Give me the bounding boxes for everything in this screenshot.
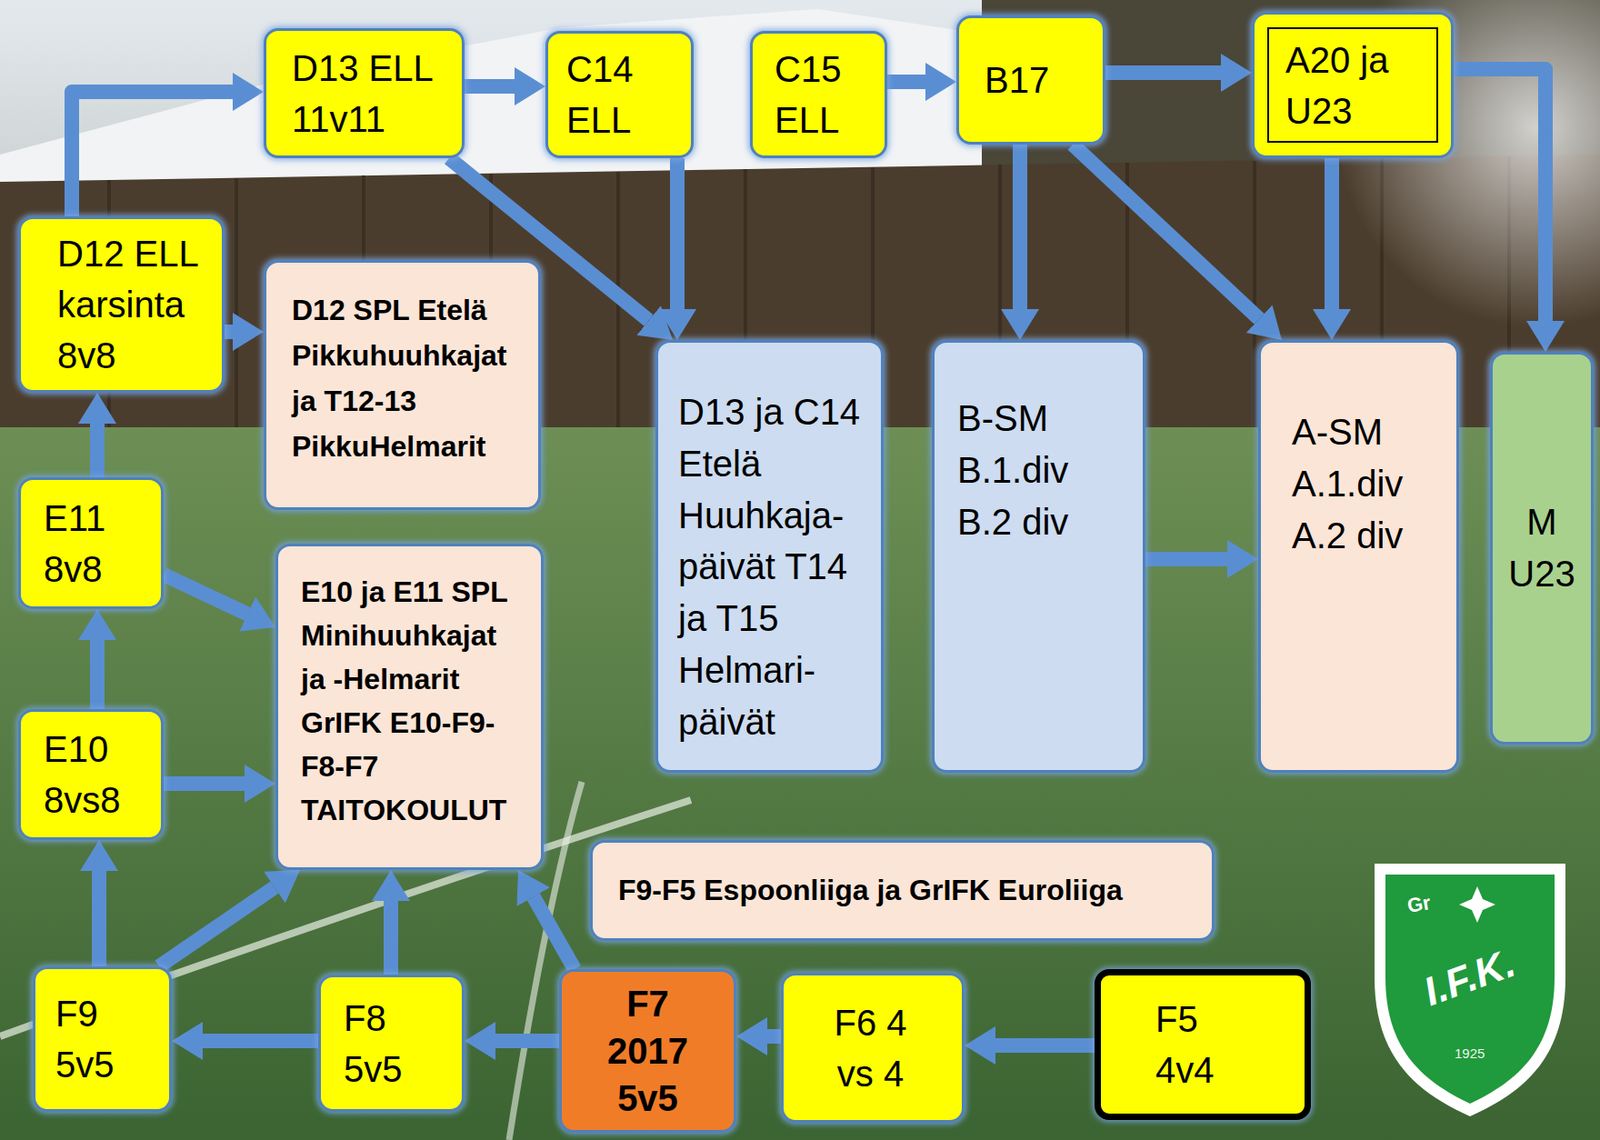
box-text: B-SM B.1.div B.2 div — [957, 392, 1120, 548]
age-group-box: F9 5v5 — [32, 966, 172, 1112]
box-text: F5 4v4 — [1155, 993, 1250, 1096]
series-box: D13 ja C14 Etelä Huuhkaja-päivät T14 ja … — [655, 340, 884, 773]
age-group-box: D13 ELL 11v11 — [263, 28, 465, 159]
box-text: A20 ja U23 — [1285, 34, 1424, 137]
flow-arrow — [202, 1033, 319, 1049]
series-box: B-SM B.1.div B.2 div — [931, 340, 1146, 773]
box-text: F8 5v5 — [343, 992, 435, 1095]
flow-arrow — [1105, 65, 1221, 80]
series-box: D12 SPL Etelä Pikkuhuuhkajat ja T12-13 P… — [263, 260, 541, 510]
box-text: E11 8v8 — [43, 492, 139, 595]
age-group-box: C14 ELL — [545, 30, 694, 159]
flow-arrow — [159, 887, 275, 967]
age-group-box: D12 ELL karsinta 8v8 — [18, 216, 225, 393]
flow-arrow — [383, 900, 399, 975]
flow-arrow — [995, 1038, 1095, 1053]
flow-arrow — [464, 79, 515, 94]
flow-arrow — [887, 74, 926, 90]
flow-arrow — [71, 91, 233, 217]
box-text: F7 2017 5v5 — [589, 980, 707, 1122]
age-group-box: C15 ELL — [750, 30, 888, 159]
age-group-box: E10 8vs8 — [18, 709, 164, 840]
box-text: C15 ELL — [774, 43, 869, 146]
box-text: E10 8vs8 — [43, 723, 139, 826]
logo-shield — [1385, 874, 1555, 1104]
logo-text: Gr — [1405, 890, 1433, 919]
age-group-box: A20 ja U23 — [1251, 11, 1454, 159]
age-group-box: B17 — [956, 15, 1106, 145]
flow-arrow — [1324, 158, 1340, 310]
logo-star — [1459, 886, 1496, 923]
current-age-group-box: F7 2017 5v5 — [559, 969, 737, 1133]
box-text: D12 ELL karsinta 8v8 — [57, 228, 204, 381]
series-box: F9-F5 Espoonliiga ja GrIFK Euroliiga — [590, 840, 1215, 941]
box-text: D13 ja C14 Etelä Huuhkaja-päivät T14 ja … — [678, 386, 863, 749]
flow-arrow — [224, 324, 233, 340]
box-text: F6 4 vs 4 — [820, 997, 921, 1100]
box-text: B17 — [984, 54, 1085, 106]
flow-arrow — [163, 776, 245, 791]
logo-text: 1925 — [1454, 1045, 1485, 1061]
flow-arrow — [90, 423, 105, 478]
flow-arrow — [495, 1033, 560, 1049]
series-box: A-SM A.1.div A.2 div — [1258, 340, 1460, 773]
age-group-box: F6 4 vs 4 — [780, 972, 965, 1123]
box-text: D12 SPL Etelä Pikkuhuuhkajat ja T12-13 P… — [291, 288, 519, 470]
age-group-box: E11 8v8 — [18, 477, 164, 610]
club-logo — [1374, 863, 1566, 1117]
box-text: D13 ELL 11v11 — [291, 42, 442, 145]
flow-arrow — [90, 640, 105, 710]
box-text: M U23 — [1501, 496, 1582, 600]
flow-arrow — [767, 1029, 781, 1044]
flow-arrow — [1012, 144, 1028, 310]
box-text: E10 ja E11 SPL Minihuuhkajat ja -Helmari… — [300, 570, 521, 832]
men-team-box: M U23 — [1490, 351, 1594, 745]
box-text: A-SM A.1.div A.2 div — [1291, 406, 1439, 561]
flow-arrow — [1145, 551, 1228, 567]
age-group-box: F5 4v4 — [1094, 969, 1311, 1120]
box-text: F9-F5 Espoonliiga ja GrIFK Euroliiga — [618, 870, 1194, 911]
box-text: C14 ELL — [566, 43, 673, 146]
flow-arrow — [533, 897, 575, 970]
flow-arrow — [1072, 144, 1260, 320]
series-box: E10 ja E11 SPL Minihuuhkajat ja -Helmari… — [275, 543, 544, 870]
flow-arrow — [1453, 69, 1546, 321]
age-group-box: F8 5v5 — [318, 974, 465, 1112]
flow-arrow — [91, 870, 107, 967]
flow-arrow — [670, 158, 685, 310]
box-text: F9 5v5 — [55, 988, 147, 1090]
logo-shield-rim — [1374, 863, 1566, 1117]
flow-arrow — [163, 574, 248, 614]
